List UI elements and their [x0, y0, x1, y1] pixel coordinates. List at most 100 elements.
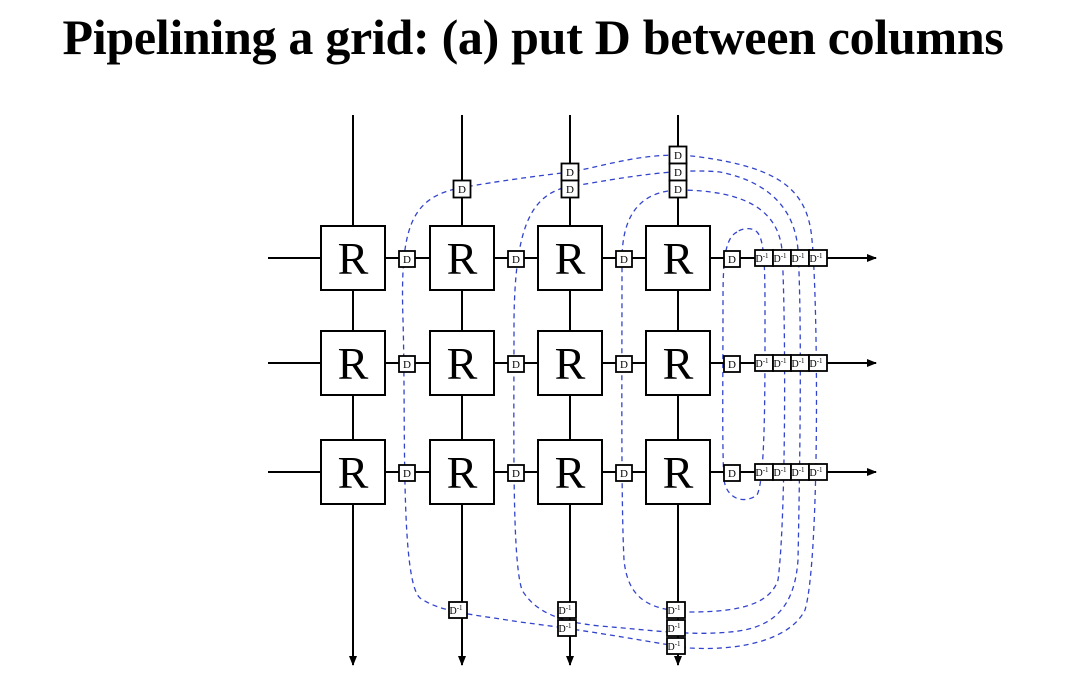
router-box: [645, 439, 711, 505]
inverse-delay-superscript: -1: [763, 252, 769, 260]
inverse-delay-box: [808, 354, 828, 372]
inverse-delay-bottom-col4-c: D-1: [666, 637, 686, 655]
router-r2-c4: R: [645, 330, 711, 396]
inverse-delay-row2-4: D-1: [808, 354, 828, 372]
router-r1-c2: R: [429, 225, 495, 291]
inverse-delay-superscript: -1: [763, 466, 769, 474]
inverse-delay-box: [557, 601, 577, 619]
inverse-delay-box: [666, 619, 686, 637]
router-label: R: [338, 338, 369, 389]
router-label: R: [663, 338, 694, 389]
delay-box: [615, 355, 633, 373]
delay-box: [560, 179, 580, 199]
inverse-delay-box: [666, 637, 686, 655]
router-label: R: [663, 447, 694, 498]
delay-label: D: [674, 167, 682, 179]
router-box: [429, 439, 495, 505]
delay-label: D: [512, 254, 520, 266]
router-label: R: [663, 233, 694, 284]
router-box: [537, 439, 603, 505]
inverse-delay-superscript: -1: [763, 357, 769, 365]
delay-label: D: [674, 150, 682, 162]
delay-row3-3: D: [615, 464, 633, 482]
router-r2-c2: R: [429, 330, 495, 396]
dashed-cut-lines: [401, 154, 818, 650]
delay-label: D: [403, 359, 411, 371]
inverse-delay-superscript: -1: [457, 604, 463, 612]
inverse-delay-superscript: -1: [799, 357, 805, 365]
delay-row2-2: D: [507, 355, 525, 373]
delay-label: D: [728, 468, 736, 480]
router-r1-c3: R: [537, 225, 603, 291]
delay-label: D: [458, 184, 466, 196]
delay-top-col3-b: D: [560, 179, 580, 199]
inverse-delay-bottom-col3-a: D-1: [557, 601, 577, 619]
router-label: R: [447, 447, 478, 498]
delay-top-col4-c: D: [668, 179, 688, 199]
router-label: R: [555, 233, 586, 284]
delay-row2-3: D: [615, 355, 633, 373]
inverse-delay-bottom-col2: D-1: [448, 601, 468, 619]
delay-box: [507, 250, 525, 268]
dashed-loop-1: [401, 154, 818, 650]
router-box: [645, 225, 711, 291]
router-r3-c1: R: [320, 439, 386, 505]
router-r3-c2: R: [429, 439, 495, 505]
router-r3-c3: R: [537, 439, 603, 505]
inverse-delay-row1-3: D-1: [790, 249, 810, 267]
router-label: R: [447, 338, 478, 389]
inverse-delay-superscript: -1: [566, 604, 572, 612]
delay-box: [398, 464, 416, 482]
delay-top-col3-a: D: [560, 162, 580, 182]
delay-label: D: [728, 254, 736, 266]
inverse-delay-row3-3: D-1: [790, 463, 810, 481]
inverse-delay-superscript: -1: [675, 622, 681, 630]
delay-row1-3: D: [615, 250, 633, 268]
delay-row2-4: D: [723, 355, 741, 373]
inverse-delay-row3-2: D-1: [772, 463, 792, 481]
delay-top-col4-a: D: [668, 145, 688, 165]
router-label: R: [555, 338, 586, 389]
inverse-delay-superscript: -1: [817, 466, 823, 474]
inverse-delay-superscript: -1: [781, 252, 787, 260]
delay-row1-4: D: [723, 250, 741, 268]
router-label: R: [447, 233, 478, 284]
delay-label: D: [728, 359, 736, 371]
inverse-delay-bottom-col4-b: D-1: [666, 619, 686, 637]
router-box: [320, 330, 386, 396]
inverse-delay-superscript: -1: [781, 357, 787, 365]
inverse-delay-row2-1: D-1: [754, 354, 774, 372]
inverse-delay-superscript: -1: [675, 604, 681, 612]
router-r1-c1: R: [320, 225, 386, 291]
delay-label: D: [403, 254, 411, 266]
inverse-delay-box: [808, 463, 828, 481]
delay-box: [507, 464, 525, 482]
inverse-delay-row3-1: D-1: [754, 463, 774, 481]
dashed-loop-2: [513, 170, 801, 634]
dashed-loop-3: [621, 189, 786, 613]
inverse-delay-box: [448, 601, 468, 619]
inverse-delay-row1-2: D-1: [772, 249, 792, 267]
router-box: [429, 225, 495, 291]
inverse-delay-row2-2: D-1: [772, 354, 792, 372]
delay-box: [507, 355, 525, 373]
router-box: [537, 330, 603, 396]
inverse-delay-row3-4: D-1: [808, 463, 828, 481]
delay-label: D: [566, 184, 574, 196]
delay-label: D: [512, 468, 520, 480]
slide-title: Pipelining a grid: (a) put D between col…: [62, 9, 1004, 65]
router-box: [645, 330, 711, 396]
router-r3-c4: R: [645, 439, 711, 505]
inverse-delay-box: [557, 619, 577, 637]
delay-box: [615, 250, 633, 268]
delay-box: [452, 179, 472, 199]
inverse-delay-box: [666, 601, 686, 619]
inverse-delay-row1-4: D-1: [808, 249, 828, 267]
inverse-delay-row2-3: D-1: [790, 354, 810, 372]
delay-box: [615, 464, 633, 482]
delay-top-col4-b: D: [668, 162, 688, 182]
router-label: R: [555, 447, 586, 498]
